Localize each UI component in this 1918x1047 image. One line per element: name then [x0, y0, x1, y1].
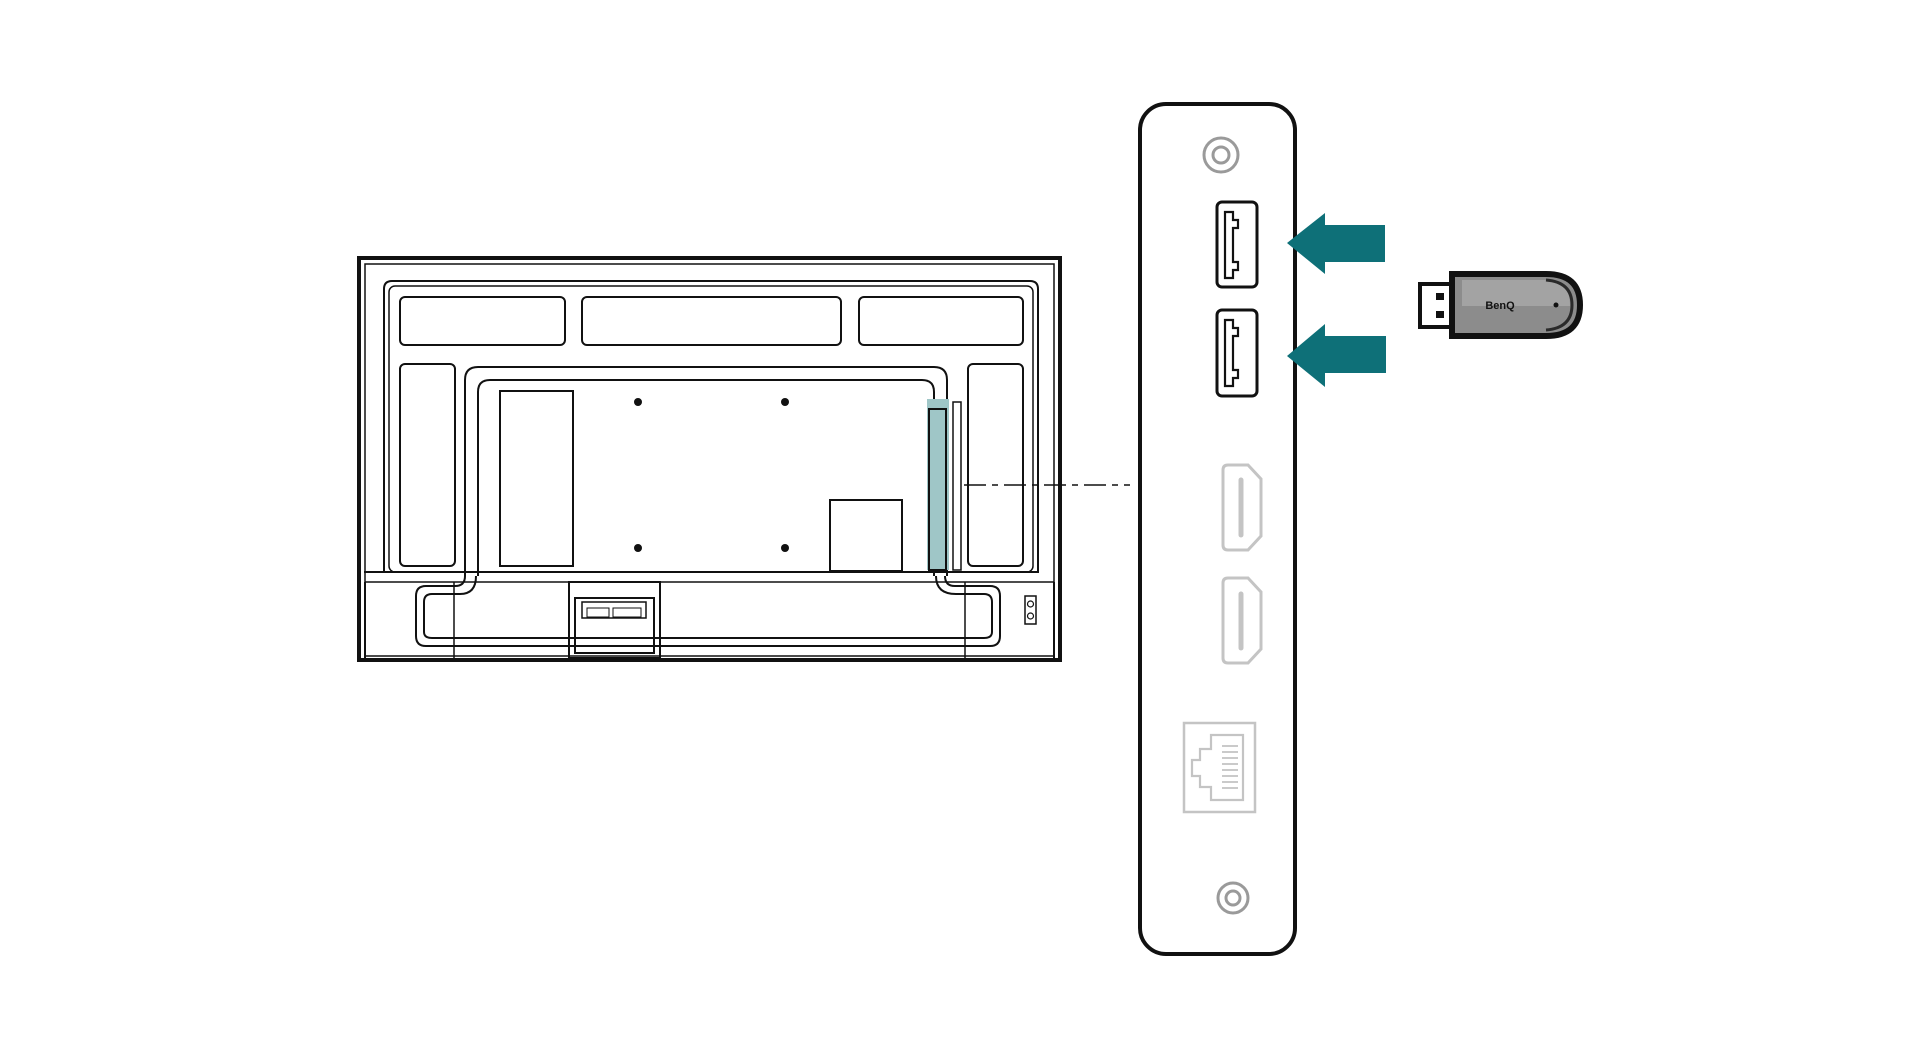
bottom-rail [415, 575, 1001, 647]
screw-top-icon [1202, 136, 1240, 174]
top-vent-right [858, 296, 1024, 346]
dongle-connector-pin-1 [1436, 293, 1444, 300]
rear-side-connector-dot-2 [1026, 612, 1035, 620]
power-label-left [586, 607, 610, 618]
top-vent-center [581, 296, 842, 346]
rear-panel-slot [499, 390, 574, 567]
display-rear-view [357, 256, 1062, 662]
vesa-hole [634, 544, 642, 552]
io-strip-highlight [927, 399, 949, 570]
usb-port-1[interactable] [1215, 200, 1259, 289]
dongle-connector [1418, 282, 1456, 329]
dongle-brand-label: BenQ [1485, 300, 1515, 312]
display-outer-frame [357, 256, 1062, 662]
io-strip-outline [928, 408, 947, 571]
side-vent-left [399, 363, 456, 567]
io-strip-cover [952, 401, 962, 571]
side-vent-right [967, 363, 1024, 567]
hdmi-port-2-outline [1221, 576, 1263, 665]
power-module [568, 581, 661, 659]
vesa-hole [781, 544, 789, 552]
display-back-plate-inner [388, 285, 1034, 573]
rear-center-block [829, 499, 903, 572]
dongle-body-highlight [1462, 280, 1570, 306]
rear-side-connector-dot-1 [1026, 600, 1035, 608]
arrow-left-icon [1287, 213, 1385, 274]
power-switch-area [581, 601, 647, 619]
lan-port-socket [1190, 733, 1245, 802]
usb-port-2[interactable] [1215, 308, 1259, 398]
screw-top-center [1211, 145, 1231, 165]
dongle-connector-pin-2 [1436, 311, 1444, 318]
top-vent-left [399, 296, 566, 346]
io-panel-closeup [1138, 102, 1297, 956]
mounting-plate-outer [464, 366, 948, 576]
hdmi-port-1-outline [1221, 463, 1263, 552]
bottom-rail-inner [423, 575, 993, 639]
hdmi-port-1[interactable] [1221, 463, 1263, 552]
screw-bottom-icon [1216, 881, 1250, 915]
usb-port-2-outline [1215, 308, 1259, 398]
dongle-led [1553, 302, 1559, 308]
vesa-hole [634, 398, 642, 406]
lan-port-outline [1182, 721, 1257, 814]
hdmi-port-2[interactable] [1221, 576, 1263, 665]
usb-port-1-tongue [1223, 210, 1240, 280]
rear-side-connector [1024, 595, 1037, 625]
power-module-inner [574, 597, 655, 654]
lan-port-pins [1222, 745, 1238, 789]
screw-bottom-center [1224, 889, 1242, 907]
mounting-plate-inner [477, 379, 935, 576]
power-label-right [612, 607, 642, 618]
usb-port-2-tongue [1223, 318, 1240, 388]
display-back-plate [364, 280, 1039, 573]
vesa-hole [781, 398, 789, 406]
usb-port-1-outline [1215, 200, 1259, 289]
display-inner-frame [364, 263, 1055, 657]
usb-dongle-icon[interactable]: BenQ [1418, 271, 1584, 339]
lan-port[interactable] [1182, 721, 1257, 814]
arrow-left-icon [1287, 324, 1386, 387]
dongle-cap-curve [1545, 278, 1574, 332]
